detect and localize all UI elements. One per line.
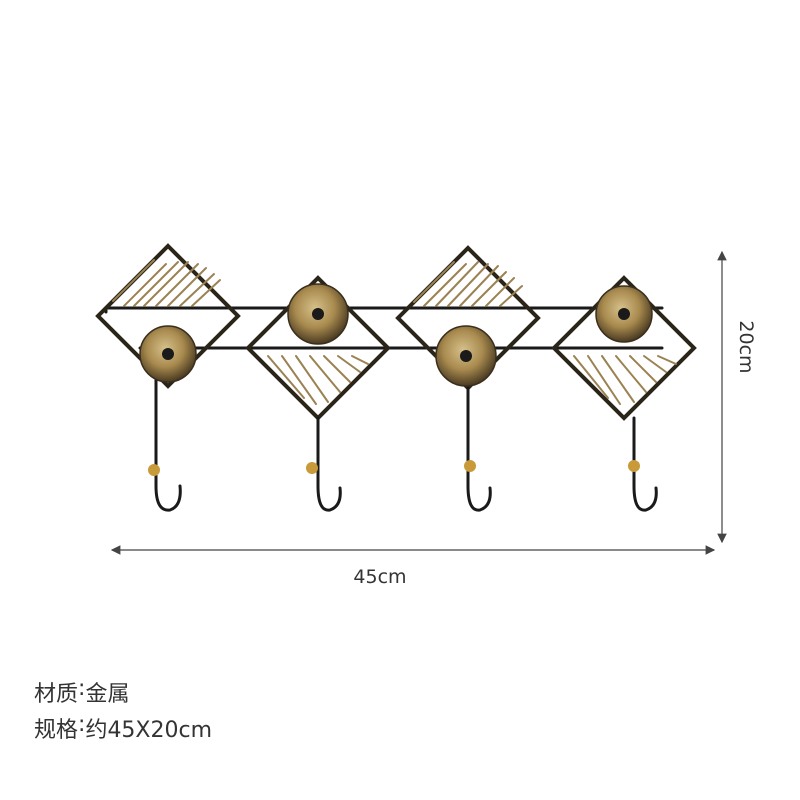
spec-material-value: 金属 xyxy=(85,682,130,707)
spec-size: 规格 : 约45X20cm xyxy=(34,712,212,744)
diamond-frame-3 xyxy=(395,245,541,391)
hook-4 xyxy=(628,416,658,512)
diamond-frame-1 xyxy=(95,243,241,389)
spec-size-separator: : xyxy=(78,712,86,737)
height-dimension-label: 20cm xyxy=(735,320,757,374)
brass-disc-4 xyxy=(595,285,653,343)
spec-size-label: 规格 xyxy=(34,718,79,743)
width-dimension-label: 45cm xyxy=(353,566,407,588)
brass-disc-3 xyxy=(435,325,497,387)
hook-3 xyxy=(464,386,492,512)
brass-disc-2 xyxy=(287,283,349,345)
hook-rack xyxy=(95,243,697,512)
diamond-frame-4 xyxy=(551,275,697,421)
brass-disc-1 xyxy=(139,325,197,383)
hook-2 xyxy=(306,416,342,512)
hook-1 xyxy=(148,348,182,512)
spec-material-label: 材质 xyxy=(34,682,79,707)
spec-size-value: 约45X20cm xyxy=(85,718,213,743)
spec-material-separator: : xyxy=(78,676,86,701)
spec-material: 材质 : 金属 xyxy=(34,676,129,708)
